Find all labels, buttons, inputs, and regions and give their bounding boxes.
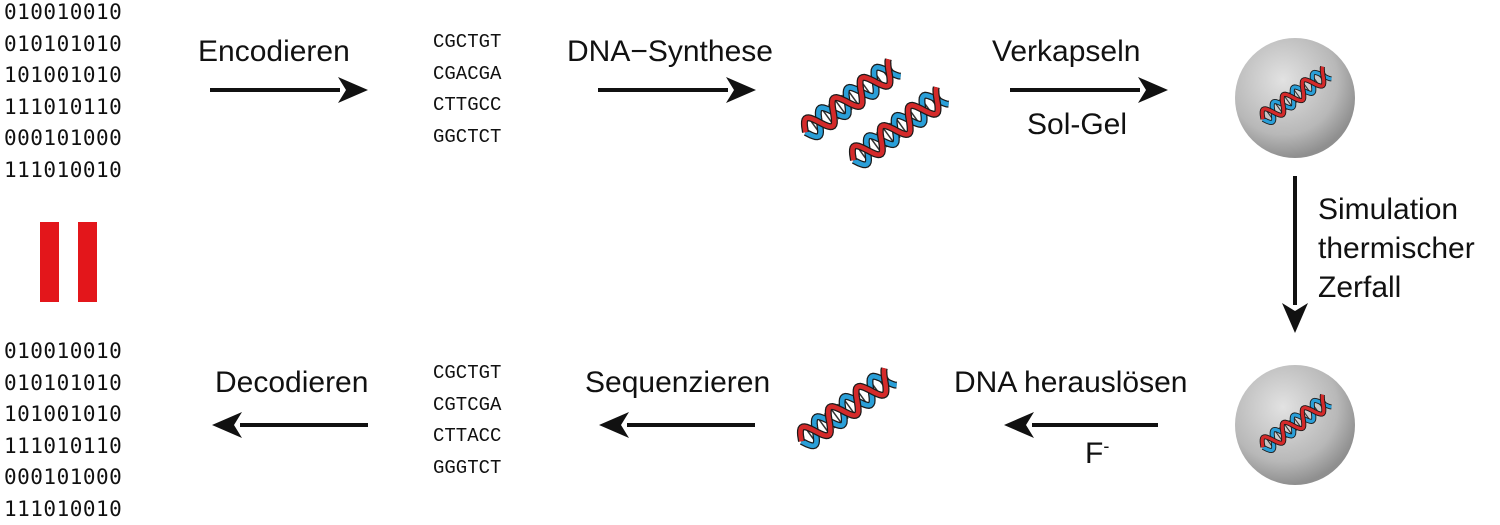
equals-sign-bar-left [40, 222, 59, 302]
decode-arrow [212, 412, 368, 438]
dna-helix-icon [795, 368, 897, 450]
synthesis-arrow [598, 77, 756, 103]
release-arrow [1004, 412, 1158, 438]
encode-arrow [210, 77, 368, 103]
simulation-arrow [1282, 176, 1308, 333]
encapsulate-arrow [1010, 77, 1168, 103]
sequence-arrow [599, 412, 755, 438]
equals-sign-bar-right [78, 222, 97, 302]
